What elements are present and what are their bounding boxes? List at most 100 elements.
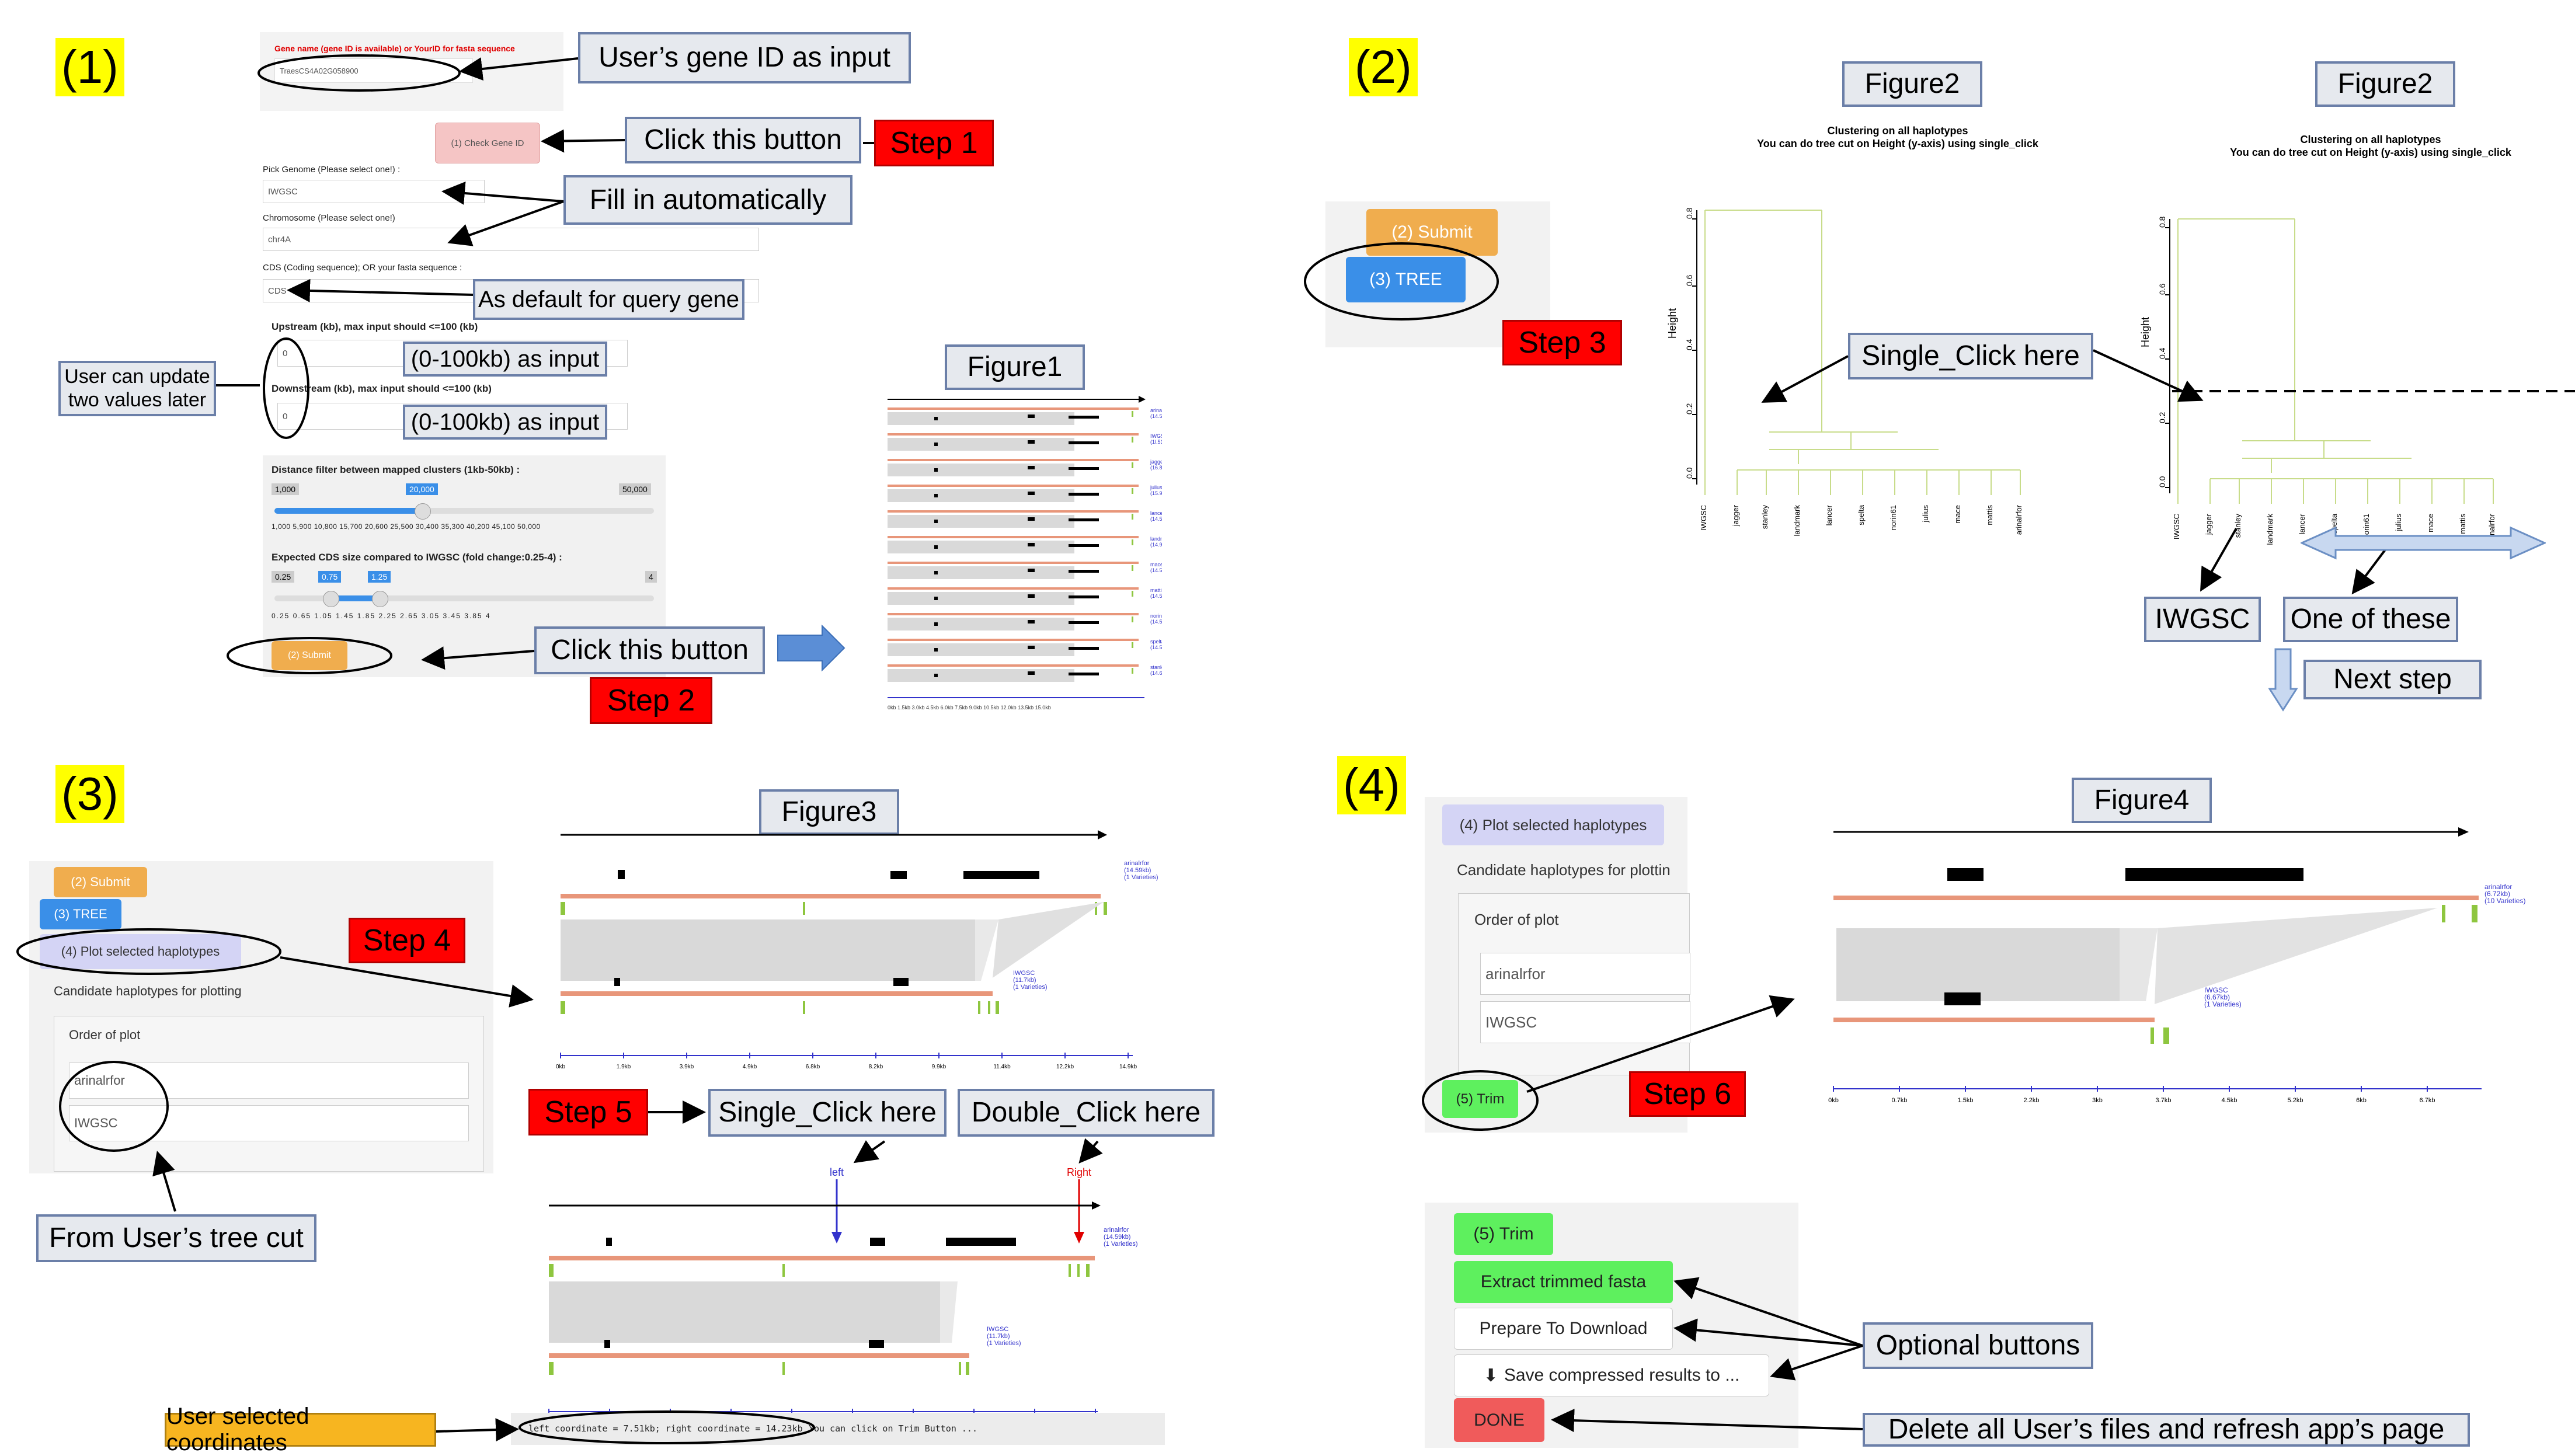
fig1-green-mark <box>1132 668 1133 674</box>
fig3-axis-label: 9.9kb <box>932 1064 947 1070</box>
fig4-axis-label: 3kb <box>2092 1097 2103 1104</box>
cds-lo-badge: 0.75 <box>318 571 342 583</box>
fig1-feature-c <box>1069 595 1099 598</box>
fig4-axis-label: 0kb <box>1828 1097 1839 1104</box>
tree-leaf-label: lancer <box>1825 504 1833 525</box>
fig1-track-size: (14.59kb) <box>1150 413 1162 419</box>
download-icon: ⬇ <box>1483 1366 1498 1385</box>
callout-double-click: Double_Click here <box>958 1089 1215 1137</box>
trim-button-4[interactable]: (5) Trim <box>1442 1080 1518 1118</box>
check-gene-button[interactable]: (1) Check Gene ID <box>435 123 540 163</box>
fig3-green-mark <box>803 902 805 915</box>
tree-ytick-label: 0.2 <box>1685 403 1694 414</box>
fig3-axis-label: 8.2kb <box>869 1064 883 1070</box>
tree-title: Clustering on all haplotypes <box>1827 125 1968 137</box>
fig1-feature-c <box>1069 441 1099 444</box>
cds-handle-hi[interactable] <box>372 591 388 607</box>
fig3b-sync-block <box>549 1281 940 1343</box>
fig4-green-b1 <box>2151 1027 2154 1044</box>
fig4-sync-fan <box>2155 908 2438 1004</box>
distance-track <box>274 508 654 514</box>
hap1-item-4[interactable]: arinalrfor <box>1480 953 1690 995</box>
cds-ticks: 0.25 0.65 1.05 1.45 1.85 2.25 2.65 3.05 … <box>272 612 491 620</box>
coords-text: left coordinate = 7.51kb; right coordina… <box>528 1423 803 1434</box>
hap2-item-4[interactable]: IWGSC <box>1480 1001 1690 1043</box>
done-button[interactable]: DONE <box>1454 1398 1544 1442</box>
chrom-select[interactable]: chr4A <box>263 228 759 251</box>
trim-button-5[interactable]: (5) Trim <box>1454 1213 1553 1255</box>
callout-one-of-these: One of these <box>2283 597 2458 642</box>
fig3b-green <box>549 1264 554 1277</box>
fig3b-green-b <box>782 1362 785 1375</box>
fig1-feature-a <box>934 494 938 497</box>
extract-button[interactable]: Extract trimmed fasta <box>1454 1261 1673 1303</box>
prepare-download-button[interactable]: Prepare To Download <box>1454 1308 1673 1350</box>
fig1-feature-a <box>934 468 938 472</box>
fig1-feature-a <box>934 571 938 574</box>
tree-button-2[interactable]: (3) TREE <box>1346 257 1466 302</box>
fig3-green-mark <box>1095 902 1097 915</box>
callout-range-1: (0-100kb) as input <box>403 342 607 377</box>
tree-ytick-label: 0.0 <box>2158 476 2167 487</box>
plot-button-3[interactable]: (4) Plot selected haplotypes <box>40 934 241 969</box>
fig1-feature-a <box>934 674 938 677</box>
candidates-label-4: Candidate haplotypes for plottin <box>1457 861 1671 879</box>
save-compressed-button[interactable]: ⬇ Save compressed results to ... <box>1454 1354 1769 1396</box>
panel3-arrows <box>152 956 1103 1442</box>
tree-leaf-label: julius <box>2394 514 2403 532</box>
fig3-bottom-label: IWGSC <box>1013 970 1035 977</box>
plot-button-4[interactable]: (4) Plot selected haplotypes <box>1442 804 1664 845</box>
coords-bar <box>511 1413 1165 1445</box>
hap2-item-3[interactable]: IWGSC <box>69 1105 469 1141</box>
tree-leaf-label: spelta <box>1857 504 1866 525</box>
fig1-feature-b <box>1028 492 1035 495</box>
fig3-right-head <box>1074 1232 1084 1243</box>
fig1-green-mark <box>1132 565 1133 571</box>
tree-leaf-label: jagger <box>2204 513 2213 535</box>
fig2b-title: Figure2 <box>2315 61 2455 107</box>
tree-leaf-label: norin61 <box>1889 505 1898 530</box>
distance-handle[interactable] <box>415 503 431 520</box>
fig4-axis-label: 6.7kb <box>2420 1097 2435 1104</box>
trim-ellipse <box>1422 1070 1539 1131</box>
submit-button-2[interactable]: (2) Submit <box>1366 209 1498 256</box>
fig1-feature-b <box>1028 569 1035 572</box>
tree-ytick-label: 0.4 <box>1685 339 1694 350</box>
fig3-axis-label: 1.9kb <box>617 1064 631 1070</box>
tree-leaf-label: landmark <box>2266 514 2274 545</box>
fig1-feature-b <box>1028 671 1035 675</box>
figure4-plot: arinalrfor(6.72kb)(10 Varieties)IWGSC(6.… <box>1828 827 2525 1104</box>
update-later-text: User can update two values later <box>64 365 210 411</box>
fig1-green-mark <box>1132 591 1133 597</box>
fig1-feature-c <box>1069 673 1099 675</box>
fig4-axis-label: 3.7kb <box>2156 1097 2172 1104</box>
fig3-top-label: arinalrfor <box>1124 860 1150 867</box>
hap1-item-3[interactable]: arinalrfor <box>69 1063 469 1099</box>
fig3b-green-b <box>966 1362 969 1375</box>
fig4-axis-label: 0.7kb <box>1892 1097 1908 1104</box>
fig1-track-label: mattis <box>1150 587 1162 593</box>
fig1-feature-c <box>1069 493 1099 496</box>
submit-button-3[interactable]: (2) Submit <box>54 867 147 897</box>
coords-tail: You can click on Trim Button ... <box>809 1423 977 1434</box>
fig4-arrow-head <box>2458 827 2469 837</box>
distance-fill <box>274 508 420 514</box>
fig1-green-mark <box>1132 462 1133 468</box>
cds-fill <box>330 595 380 601</box>
tree-button-3[interactable]: (3) TREE <box>40 899 121 929</box>
fig4-sync-taper <box>2120 928 2158 1001</box>
fig1-feature-a <box>934 648 938 652</box>
fig3b-green <box>1069 1264 1071 1277</box>
callout-update-later: User can update two values later <box>58 361 216 416</box>
tree-ytick-label: 0.6 <box>1685 274 1694 286</box>
fig1-track-size: (14.61kb) <box>1150 670 1162 676</box>
callout-single-click: Single_Click here <box>708 1089 947 1137</box>
submit-ellipse <box>227 637 392 674</box>
submit-button-1[interactable]: (2) Submit <box>272 641 347 670</box>
callout-delete: Delete all User’s files and refresh app’… <box>1863 1413 2470 1447</box>
cds-handle-lo[interactable] <box>323 591 339 607</box>
fig4-bottom-label: (6.67kb) <box>2204 993 2230 1001</box>
